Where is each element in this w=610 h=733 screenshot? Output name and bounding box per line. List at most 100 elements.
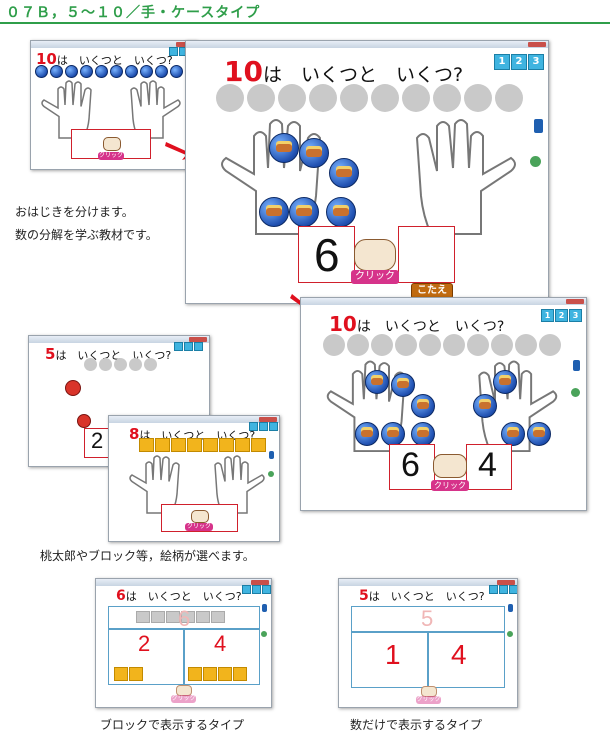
target-number: 5 [359,588,369,604]
token[interactable] [326,197,356,227]
token-row [35,65,183,78]
help-icon[interactable] [571,388,580,397]
faded-total: 6 [178,606,191,631]
momotaro-icon[interactable] [77,414,91,428]
token[interactable] [381,422,405,446]
number-button-2[interactable]: 2 [555,309,568,322]
target-number: 10 [224,55,263,88]
page-header: ０７Ｂ，５～１０／手・ケースタイプ [0,0,610,24]
number-button-3[interactable]: 3 [569,309,582,322]
click-button[interactable]: クリック [185,523,213,531]
target-number: 6 [116,588,126,604]
help-icon[interactable] [268,471,274,477]
token[interactable] [493,370,517,394]
dog-icon[interactable] [433,454,467,478]
small-window-top: 10は いくつと いくつ? クリック [30,40,197,170]
right-hand-outline [415,119,516,235]
click-button[interactable]: クリック [171,695,196,703]
pencil-icon[interactable] [534,119,543,133]
number-buttons[interactable]: 1 2 3 [494,54,544,70]
target-number: 5 [45,345,56,363]
right-number: 4 [214,631,227,656]
right-count-box [466,444,512,490]
number-button-1[interactable]: 1 [541,309,554,322]
right-hand-outline [214,455,265,514]
left-count: 2 [91,428,104,453]
pencil-icon[interactable] [508,604,513,612]
token[interactable] [329,158,359,188]
left-hand-outline [129,455,180,514]
left-count-box [298,226,355,283]
titlebar [339,579,517,586]
number-type-caption: 数だけで表示するタイプ [350,718,483,732]
left-cell [351,631,429,688]
dog-icon[interactable] [103,137,121,151]
left-count: 6 [401,446,420,484]
click-button[interactable]: クリック [431,480,469,491]
momotaro-icon[interactable] [65,380,81,396]
window-controls[interactable] [528,42,546,47]
left-cell [108,628,185,685]
titlebar [29,336,209,343]
number-button-3[interactable]: 3 [528,54,544,70]
number-buttons[interactable]: 1 2 3 [541,309,582,322]
token[interactable] [411,394,435,418]
left-count-box [389,444,435,490]
token[interactable] [527,422,551,446]
number-buttons[interactable] [174,342,203,351]
token[interactable] [259,197,289,227]
token[interactable] [501,422,525,446]
question-label: 10は いくつと いくつ? [36,50,173,68]
right-hand-outline [130,80,181,139]
dog-icon[interactable] [176,685,192,696]
click-button[interactable]: クリック [98,152,124,160]
target-number: 10 [36,50,57,68]
window-controls[interactable] [189,337,207,342]
pencil-icon[interactable] [573,360,580,371]
token[interactable] [289,197,319,227]
dog-icon[interactable] [354,239,396,271]
page-title: ０７Ｂ，５～１０／手・ケースタイプ [6,5,261,21]
large-window-bottom: 10は いくつと いくつ? 1 2 3 6 4 クリック [300,297,587,511]
token[interactable] [473,394,497,418]
help-icon[interactable] [530,156,541,167]
target-number: 10 [329,312,357,336]
question-label: 10は いくつと いくつ? [329,312,505,336]
number-button-1[interactable]: 1 [494,54,510,70]
description-line-2: 数の分解を学ぶ教材です。 [15,228,158,242]
click-button[interactable]: クリック [416,696,441,704]
large-window-top: 10は いくつと いくつ? 1 2 3 6 クリック こたえ [185,40,549,304]
token[interactable] [355,422,379,446]
question-label: 10は いくつと いくつ? [224,55,464,88]
variants-caption: 桃太郎やブロック等，絵柄が選べます。 [40,549,255,563]
dog-icon[interactable] [191,510,209,523]
left-count: 6 [314,229,340,281]
token[interactable] [411,422,435,446]
right-count-box [398,226,455,283]
number-buttons[interactable] [249,422,278,431]
description-line-1: おはじきを分けます。 [15,205,134,219]
pencil-icon[interactable] [269,451,274,459]
token[interactable] [299,138,329,168]
faded-total: 5 [421,606,434,631]
token[interactable] [269,133,299,163]
number-buttons[interactable] [242,585,271,594]
token[interactable] [365,370,389,394]
help-icon[interactable] [261,631,267,637]
empty-slot-row [323,334,561,356]
window-controls[interactable] [259,417,277,422]
window-controls[interactable] [497,580,515,585]
dog-icon[interactable] [421,686,437,697]
pencil-icon[interactable] [262,604,267,612]
token[interactable] [391,373,415,397]
window-controls[interactable] [566,299,584,304]
empty-slot-row [84,358,157,371]
click-button[interactable]: クリック [351,270,399,284]
question-label: 6は いくつと いくつ? [116,588,242,604]
help-icon[interactable] [507,631,513,637]
question-label: 5は いくつと いくつ? [45,345,172,363]
number-buttons[interactable] [489,585,517,594]
number-button-2[interactable]: 2 [511,54,527,70]
window-controls[interactable] [251,580,269,585]
right-number: 4 [451,639,467,670]
